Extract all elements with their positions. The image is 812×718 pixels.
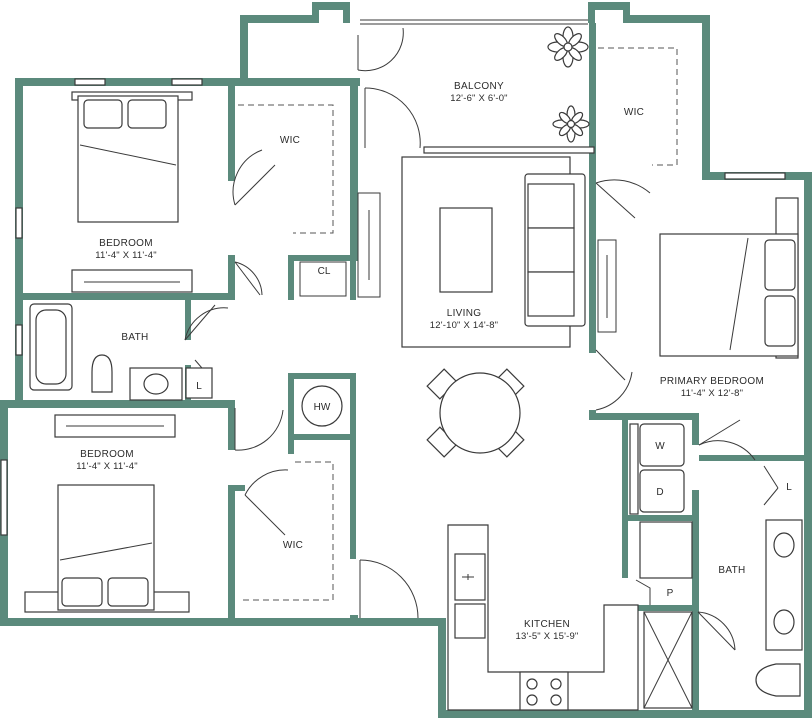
balcony-dims: 12'-6" X 6'-0" <box>450 93 508 104</box>
kitchen-counters <box>447 524 639 711</box>
closet-rods <box>238 47 678 601</box>
plant-icon <box>547 26 589 68</box>
water-heater-label: HW <box>314 402 331 413</box>
bath-left-fixtures <box>29 303 213 401</box>
plant-icon-2 <box>552 105 590 143</box>
wic-top-left-label: WIC <box>280 135 300 146</box>
dining-table <box>426 368 525 458</box>
kitchen-dims: 13'-5" X 15'-9" <box>515 631 578 642</box>
kitchen-name: KITCHEN <box>524 619 570 630</box>
bath-right-fixtures <box>643 519 803 709</box>
wic-top-right-label: WIC <box>624 107 644 118</box>
pantry-label: P <box>667 588 674 599</box>
wic-bottom-label: WIC <box>283 540 303 551</box>
washer-label: W <box>655 441 665 452</box>
laundry <box>629 423 685 515</box>
primary-bedroom-name: PRIMARY BEDROOM <box>660 376 764 387</box>
primary-bedroom-dims: 11'-4" X 12'-8" <box>681 388 743 399</box>
windows <box>0 19 786 536</box>
bedroom2-dims: 11'-4" X 11'-4" <box>76 461 138 472</box>
living-dims: 12'-10" X 14'-8" <box>430 320 499 331</box>
dryer-label: D <box>656 487 663 498</box>
water-heater <box>301 385 343 427</box>
doors <box>184 27 779 651</box>
linen-right-label: L <box>786 482 792 493</box>
balcony-name: BALCONY <box>454 81 504 92</box>
bath-right-label: BATH <box>718 565 745 576</box>
pantry <box>635 521 693 605</box>
bedroom1-name: BEDROOM <box>99 238 153 249</box>
bed-bedroom2 <box>24 414 190 613</box>
bedroom1-dims: 11'-4" X 11'-4" <box>95 250 157 261</box>
living-name: LIVING <box>447 308 482 319</box>
closet-label: CL <box>318 266 331 277</box>
bed-primary <box>659 197 799 359</box>
living-furniture <box>401 156 586 348</box>
bedroom2-name: BEDROOM <box>80 449 134 460</box>
bath-left-label: BATH <box>121 332 148 343</box>
linen-left-label: L <box>196 381 202 392</box>
room-labels: BALCONY 12'-6" X 6'-0" WIC WIC BEDROOM 1… <box>76 81 792 642</box>
bed-bedroom1 <box>71 91 193 293</box>
